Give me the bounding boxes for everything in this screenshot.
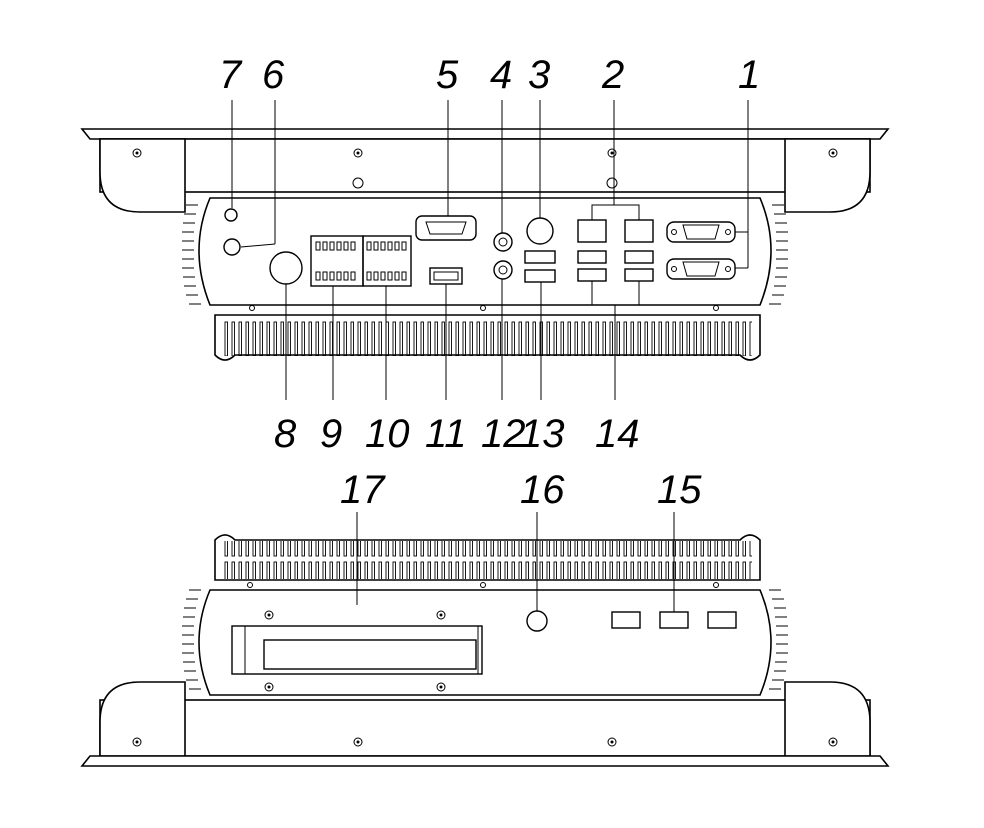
front-bezel (80, 128, 890, 213)
callout-12: 12 (481, 412, 526, 456)
audio-jack-bottom (493, 260, 513, 280)
expansion-slot (231, 610, 483, 692)
io-panel-view: 7 6 5 4 3 2 1 8 9 10 11 12 13 14 (80, 53, 890, 456)
callout-15: 15 (657, 468, 702, 512)
callout-5: 5 (436, 53, 459, 97)
callout-3: 3 (528, 53, 550, 97)
callout-7: 7 (219, 53, 243, 97)
led-indicator (224, 208, 238, 222)
rear-panel-view: 17 16 15 (80, 468, 890, 767)
callout-17: 17 (340, 468, 386, 512)
io-enclosure (182, 197, 788, 361)
power-button (223, 238, 241, 256)
callout-1: 1 (738, 53, 760, 97)
terminal-block-right (362, 235, 412, 287)
callout-13: 13 (520, 412, 565, 456)
usb-ports-left (524, 250, 556, 283)
callout-10: 10 (365, 412, 410, 456)
callout-14: 14 (595, 412, 640, 456)
leader-lines-rear (356, 512, 675, 612)
leader-lines-bottom (285, 279, 640, 400)
callout-16: 16 (520, 468, 565, 512)
callout-8: 8 (274, 412, 297, 456)
callout-2: 2 (601, 53, 624, 97)
callout-11: 11 (425, 412, 467, 456)
callout-6: 6 (262, 53, 285, 97)
callout-4: 4 (490, 53, 512, 97)
com-port-2 (666, 258, 736, 280)
leader-lines-top (231, 100, 749, 269)
callout-9: 9 (320, 412, 342, 456)
audio-jack-top (493, 232, 513, 252)
rear-bezel (80, 681, 890, 767)
vga-port (415, 215, 477, 241)
